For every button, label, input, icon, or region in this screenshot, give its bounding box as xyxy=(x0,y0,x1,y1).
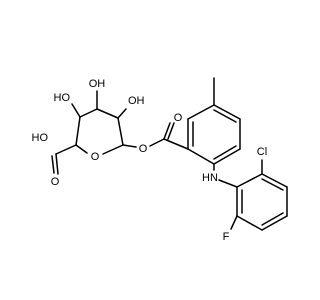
bond xyxy=(163,122,171,140)
bond xyxy=(55,144,77,155)
bond xyxy=(71,103,81,118)
bond xyxy=(117,117,124,146)
bond xyxy=(51,155,55,174)
bond xyxy=(167,122,175,140)
label-f: F xyxy=(223,231,230,243)
label-ho-top-left: HO xyxy=(54,92,71,104)
bond xyxy=(261,173,288,188)
bond xyxy=(75,144,88,154)
bond xyxy=(79,108,98,118)
bond xyxy=(261,178,284,191)
label-o-ring: O xyxy=(91,151,100,163)
bond xyxy=(187,148,215,165)
label-oh-top-right: OH xyxy=(128,95,145,107)
bond xyxy=(213,109,237,123)
label-o-ester-carbonyl: O xyxy=(174,112,183,124)
bond xyxy=(122,144,137,148)
label-cl: Cl xyxy=(257,146,267,158)
bond xyxy=(218,179,238,188)
bond xyxy=(261,212,284,226)
label-ho-carboxyl: HO xyxy=(32,132,49,144)
bond xyxy=(236,215,263,231)
bond xyxy=(213,145,237,160)
bond xyxy=(163,138,189,150)
bond xyxy=(55,153,59,175)
bond xyxy=(102,144,124,155)
bond xyxy=(261,215,288,231)
bond xyxy=(187,104,215,120)
bond xyxy=(75,116,81,146)
bond xyxy=(149,138,165,147)
label-nh: HN xyxy=(202,172,218,184)
label-oh-top: OH xyxy=(89,78,106,90)
bond xyxy=(96,108,119,119)
label-o-ester-link: O xyxy=(139,143,148,155)
label-o-carboxyl-carbonyl: O xyxy=(51,176,60,188)
bond xyxy=(213,104,241,120)
bonds xyxy=(51,77,288,231)
molecule-structure: HO OH OH HO O O O O HN Cl F xyxy=(32,77,288,243)
bond xyxy=(117,108,127,119)
bond xyxy=(213,148,241,165)
bond xyxy=(236,173,263,188)
bond xyxy=(230,215,238,230)
atom-labels: HO OH OH HO O O O O HN Cl F xyxy=(32,78,268,243)
